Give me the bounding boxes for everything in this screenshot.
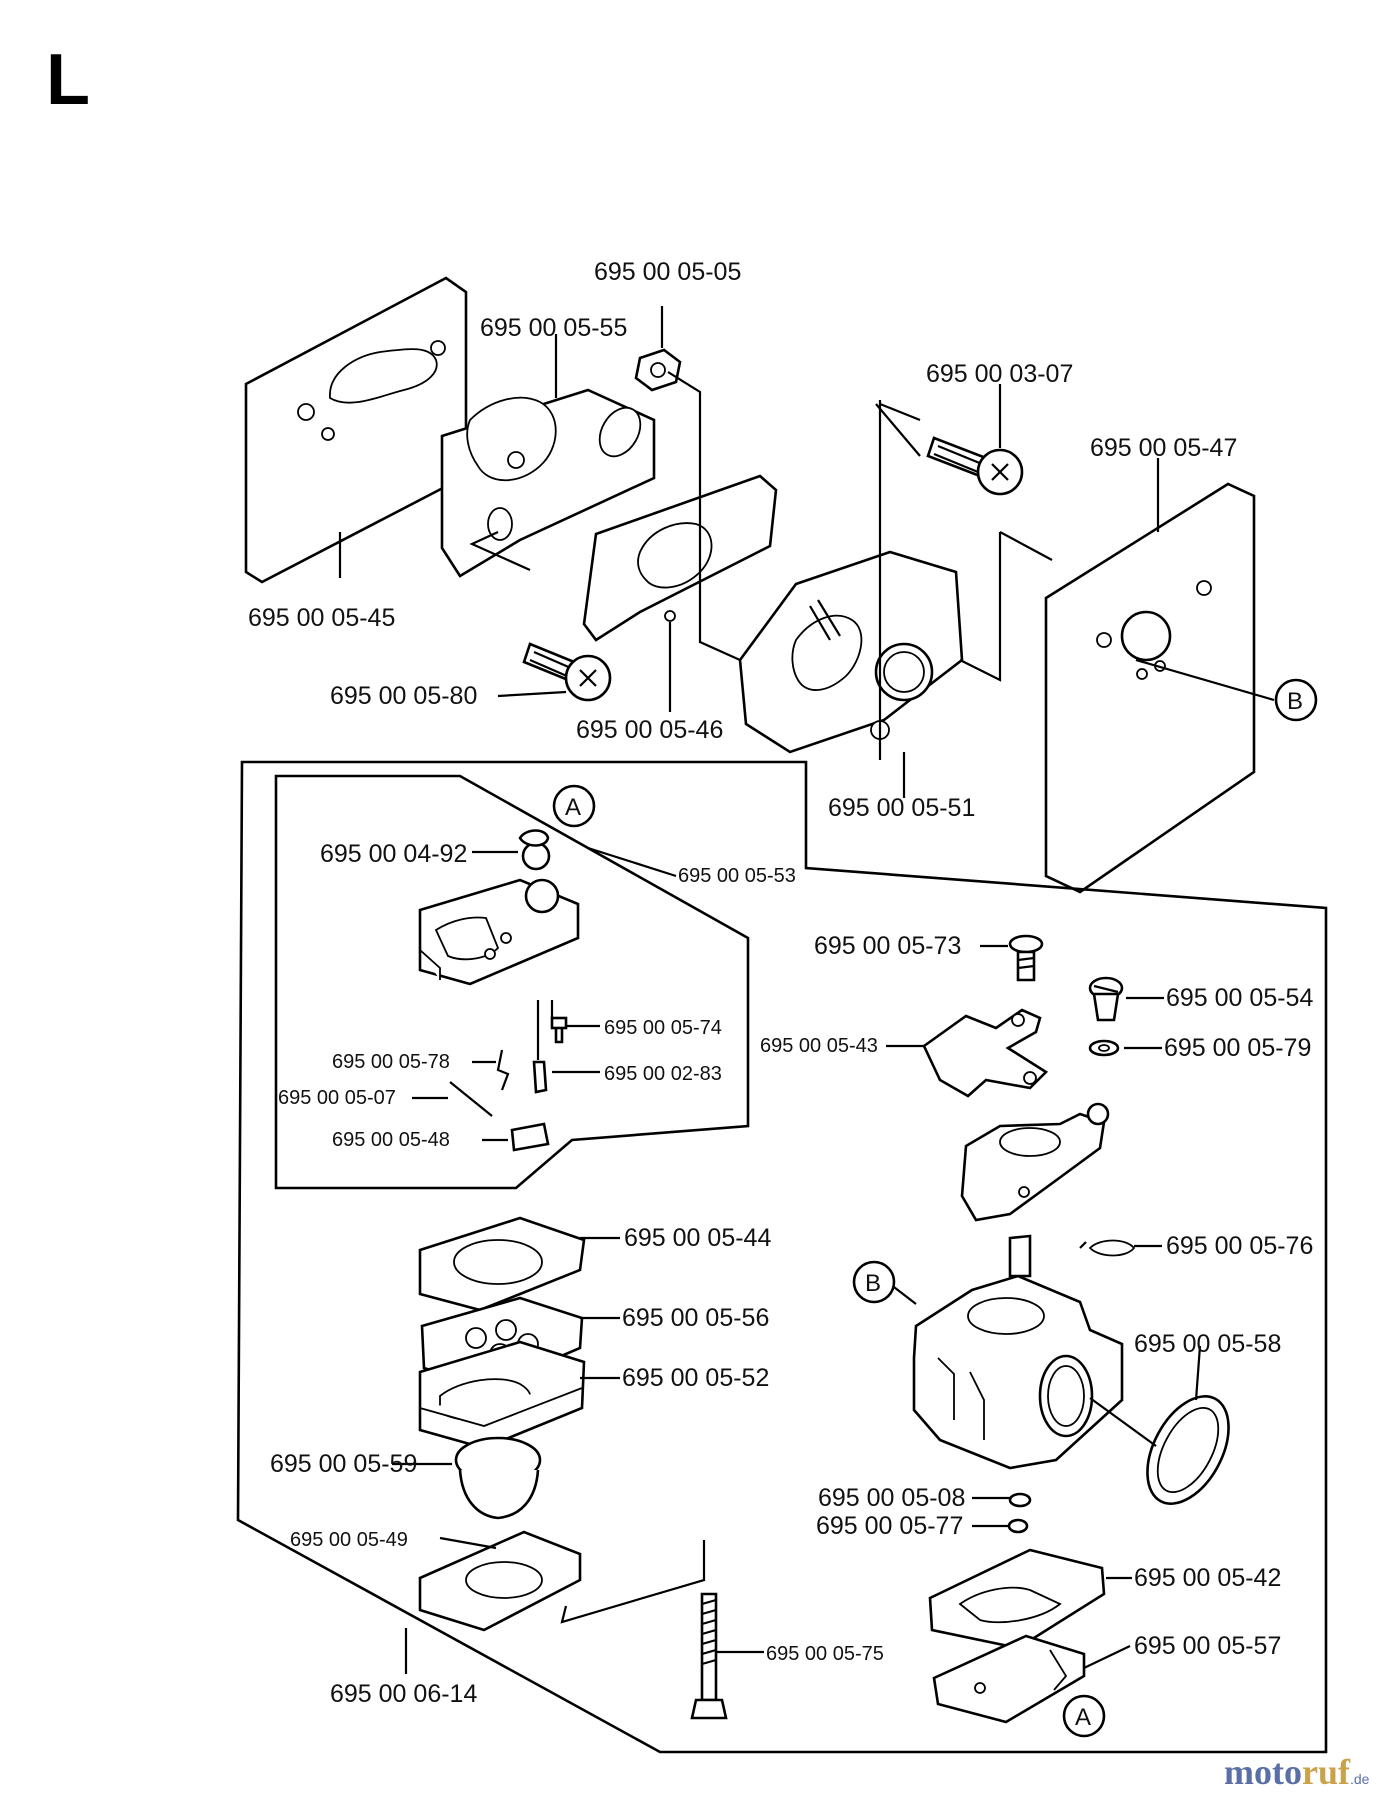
label-02-83: 695 00 02-83 bbox=[604, 1063, 722, 1085]
washer-05-79 bbox=[1088, 1039, 1120, 1057]
label-05-74: 695 00 05-74 bbox=[604, 1017, 722, 1039]
bolt-05-75 bbox=[690, 1592, 728, 1720]
label-05-47: 695 00 05-47 bbox=[1090, 434, 1237, 462]
label-05-58: 695 00 05-58 bbox=[1134, 1330, 1281, 1358]
label-05-54: 695 00 05-54 bbox=[1166, 984, 1313, 1012]
insulator-05-55 bbox=[440, 388, 656, 578]
label-05-79: 695 00 05-79 bbox=[1164, 1034, 1311, 1062]
callout-b-body: B bbox=[852, 1260, 896, 1304]
label-05-42: 695 00 05-42 bbox=[1134, 1564, 1281, 1592]
gasket-ring-05-58 bbox=[1146, 1395, 1230, 1505]
pump-subframe bbox=[274, 774, 750, 1190]
leader-05-80 bbox=[497, 690, 567, 698]
label-05-08: 695 00 05-08 bbox=[818, 1484, 965, 1512]
diaphragm-05-57 bbox=[932, 1634, 1086, 1724]
screw-03-07 bbox=[926, 436, 1024, 496]
label-05-56: 695 00 05-56 bbox=[622, 1304, 769, 1332]
svg-text:motoruf.de: motoruf.de bbox=[1224, 1752, 1370, 1792]
cover-05-49 bbox=[418, 1530, 582, 1632]
pump-small-parts bbox=[449, 829, 568, 1152]
label-05-46: 695 00 05-46 bbox=[576, 716, 723, 744]
label-05-77: 695 00 05-77 bbox=[816, 1512, 963, 1540]
label-05-51: 695 00 05-51 bbox=[828, 794, 975, 822]
leader-05-58b bbox=[1089, 1397, 1157, 1447]
label-05-48: 695 00 05-48 bbox=[332, 1129, 450, 1151]
leader-05-58 bbox=[1194, 1345, 1202, 1401]
label-05-80: 695 00 05-80 bbox=[330, 682, 477, 710]
label-05-73: 695 00 05-73 bbox=[814, 932, 961, 960]
pump-body-05-52 bbox=[418, 1340, 586, 1450]
throttle-lever-05-43 bbox=[922, 1008, 1049, 1098]
label-05-78: 695 00 05-78 bbox=[332, 1051, 450, 1073]
pump-cover bbox=[418, 841, 580, 986]
nut-05-05 bbox=[634, 348, 682, 392]
lead-line-adapter bbox=[959, 532, 1002, 682]
label-04-92: 695 00 04-92 bbox=[320, 840, 467, 868]
label-05-07: 695 00 05-07 bbox=[278, 1087, 396, 1109]
label-05-76: 695 00 05-76 bbox=[1166, 1232, 1313, 1260]
label-05-05: 695 00 05-05 bbox=[594, 258, 741, 286]
svg-text:B: B bbox=[1287, 688, 1303, 715]
label-05-75: 695 00 05-75 bbox=[766, 1643, 884, 1665]
lead-line-gasket-47 bbox=[999, 531, 1053, 561]
gasket-05-47 bbox=[1044, 482, 1256, 894]
leader-05-57 bbox=[1083, 1645, 1131, 1669]
gasket-05-46 bbox=[582, 474, 778, 642]
callout-b-top: B bbox=[1274, 678, 1318, 722]
label-05-44: 695 00 05-44 bbox=[624, 1224, 771, 1252]
label-05-43: 695 00 05-43 bbox=[760, 1035, 878, 1057]
primer-bulb-05-59 bbox=[454, 1436, 542, 1520]
lead-line-nut bbox=[667, 371, 741, 662]
gasket-05-42 bbox=[928, 1548, 1106, 1650]
leader-05-53 bbox=[587, 846, 677, 878]
clip-05-76 bbox=[1079, 1239, 1136, 1257]
carburetor-frame bbox=[236, 760, 1328, 1754]
callout-a-bottom: A bbox=[1062, 1694, 1106, 1738]
brand-watermark: motoruf.de bbox=[1224, 1752, 1370, 1792]
lead-line-05-55-80 bbox=[469, 531, 531, 572]
leader-b-top bbox=[1135, 658, 1275, 702]
diaphragm-05-44 bbox=[418, 1216, 586, 1312]
svg-text:B: B bbox=[865, 1270, 881, 1297]
needle-parts bbox=[1007, 1492, 1032, 1534]
screw-05-73 bbox=[1008, 934, 1044, 982]
carburetor-body bbox=[912, 1234, 1124, 1470]
page-letter: L bbox=[46, 40, 90, 120]
label-03-07: 695 00 03-07 bbox=[926, 360, 1073, 388]
label-05-52: 695 00 05-52 bbox=[622, 1364, 769, 1392]
label-05-55: 695 00 05-55 bbox=[480, 314, 627, 342]
label-05-49: 695 00 05-49 bbox=[290, 1529, 408, 1551]
callout-a-top: A bbox=[552, 784, 596, 828]
carb-adapter-05-51 bbox=[738, 550, 964, 754]
label-05-45: 695 00 05-45 bbox=[248, 604, 395, 632]
svg-text:A: A bbox=[1075, 1704, 1091, 1731]
gasket-05-45 bbox=[244, 276, 468, 584]
label-06-14: 695 00 06-14 bbox=[330, 1680, 477, 1708]
label-05-53: 695 00 05-53 bbox=[678, 865, 796, 887]
throttle-valve bbox=[960, 1102, 1110, 1222]
lead-line-screw bbox=[875, 402, 921, 457]
label-05-57: 695 00 05-57 bbox=[1134, 1632, 1281, 1660]
svg-text:A: A bbox=[565, 794, 581, 821]
label-05-59: 695 00 05-59 bbox=[270, 1450, 417, 1478]
idle-screw-05-54 bbox=[1088, 976, 1124, 1022]
screw-05-80 bbox=[522, 642, 612, 702]
leader-05-49 bbox=[439, 1536, 497, 1550]
leader-cover-bolt bbox=[560, 1540, 706, 1624]
